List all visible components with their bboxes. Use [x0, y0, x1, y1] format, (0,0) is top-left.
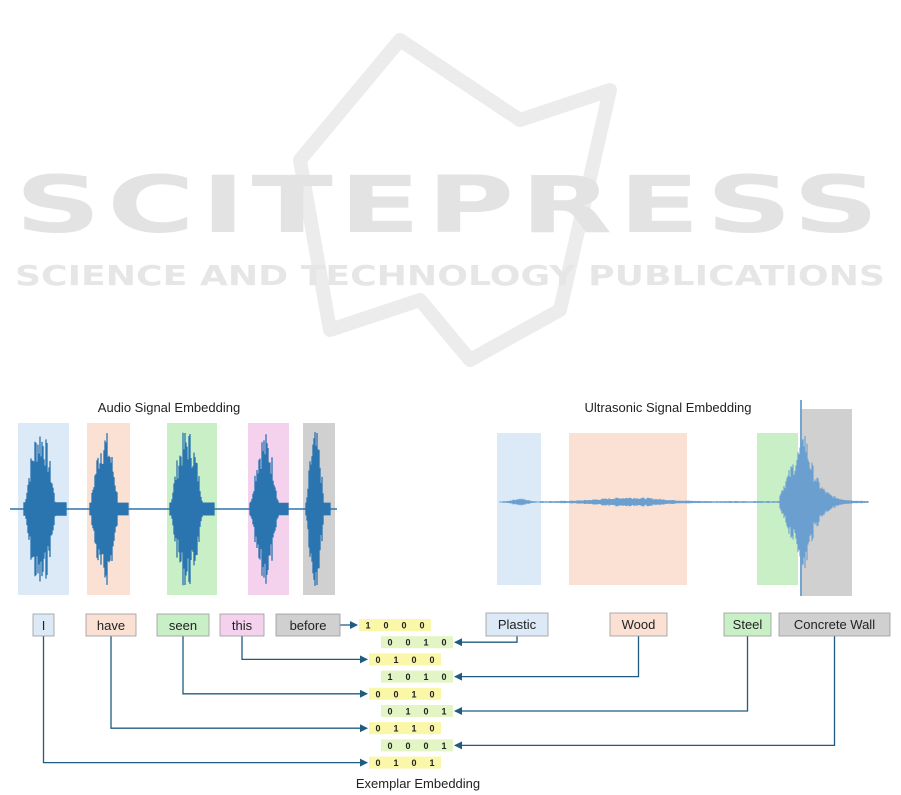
vector-bit: 0 — [393, 689, 398, 699]
vector-row-plastic: 0 0 1 0 — [381, 636, 453, 648]
vector-bit: 1 — [441, 707, 446, 717]
word-box-have: have — [86, 614, 136, 636]
exemplar-title: Exemplar Embedding — [356, 776, 480, 791]
watermark-tagline: SCIENCE AND TECHNOLOGY PUBLICATIONS — [15, 259, 885, 292]
vector-bit: 0 — [423, 741, 428, 751]
vector-bit: 0 — [387, 638, 392, 648]
vector-bit: 1 — [387, 672, 392, 682]
vector-bit: 0 — [405, 672, 410, 682]
vector-bit: 0 — [423, 707, 428, 717]
vector-row-seen: 0 0 1 0 — [369, 688, 441, 700]
vector-bit: 0 — [429, 655, 434, 665]
word-label: before — [290, 618, 327, 633]
watermark: SCITEPRESS SCIENCE AND TECHNOLOGY PUBLIC… — [15, 40, 885, 360]
vector-bit: 1 — [405, 707, 410, 717]
vector-bit: 0 — [375, 724, 380, 734]
vector-row-steel: 0 1 0 1 — [381, 705, 453, 717]
word-box-before: before — [276, 614, 340, 636]
connector-plastic — [455, 636, 517, 642]
vector-bit: 1 — [393, 655, 398, 665]
material-label: Wood — [622, 617, 656, 632]
connector-this — [242, 636, 367, 659]
audio-title: Audio Signal Embedding — [98, 400, 240, 415]
vector-row-have: 0 1 1 0 — [369, 722, 441, 734]
ultrasonic-band-plastic — [497, 433, 541, 585]
vector-bit: 1 — [423, 638, 428, 648]
vector-bit: 1 — [411, 724, 416, 734]
material-boxes: Plastic Wood Steel Concrete Wall — [486, 613, 890, 636]
vector-bit: 0 — [375, 758, 380, 768]
material-box-steel: Steel — [724, 613, 771, 636]
word-label: this — [232, 618, 253, 633]
connector-steel — [455, 636, 748, 711]
word-label: seen — [169, 618, 197, 633]
material-label: Plastic — [498, 617, 537, 632]
vector-row-this: 0 1 0 0 — [369, 653, 441, 665]
ultrasonic-band-wood — [569, 433, 687, 585]
material-box-plastic: Plastic — [486, 613, 548, 636]
vector-bit: 0 — [387, 707, 392, 717]
vector-bit: 0 — [429, 689, 434, 699]
vector-bit: 0 — [405, 741, 410, 751]
word-label: have — [97, 618, 125, 633]
vector-bit: 0 — [419, 621, 424, 631]
vector-bit: 0 — [375, 689, 380, 699]
vector-bit: 0 — [383, 621, 388, 631]
vector-bit: 1 — [423, 672, 428, 682]
word-box-this: this — [220, 614, 264, 636]
material-label: Concrete Wall — [794, 617, 875, 632]
connector-concrete-wall — [455, 636, 835, 745]
vector-bit: 1 — [365, 621, 370, 631]
watermark-name: SCITEPRESS — [15, 161, 885, 251]
vector-row-concrete-wall: 0 0 0 1 — [381, 739, 453, 751]
word-box-i: I — [33, 614, 54, 636]
vector-bit: 0 — [441, 638, 446, 648]
material-label: Steel — [733, 617, 763, 632]
vector-bit: 0 — [411, 655, 416, 665]
connector-seen — [183, 636, 367, 694]
vector-bit: 0 — [401, 621, 406, 631]
word-box-seen: seen — [157, 614, 209, 636]
connector-i — [44, 636, 368, 763]
vector-bit: 0 — [375, 655, 380, 665]
vector-bit: 0 — [387, 741, 392, 751]
vector-bit: 1 — [441, 741, 446, 751]
vector-bit: 0 — [411, 758, 416, 768]
word-label: I — [42, 618, 46, 633]
vector-row-before: 1 0 0 0 — [359, 619, 431, 631]
connector-have — [111, 636, 367, 728]
vector-bit: 0 — [441, 672, 446, 682]
vector-bit: 0 — [429, 724, 434, 734]
material-box-concrete-wall: Concrete Wall — [779, 613, 890, 636]
vector-bit: 1 — [429, 758, 434, 768]
vector-bit: 1 — [393, 724, 398, 734]
ultrasonic-title: Ultrasonic Signal Embedding — [585, 400, 752, 415]
material-box-wood: Wood — [610, 613, 667, 636]
vector-bit: 1 — [393, 758, 398, 768]
vector-bit: 1 — [411, 689, 416, 699]
vector-row-wood: 1 0 1 0 — [381, 671, 453, 683]
vector-bit: 0 — [405, 638, 410, 648]
vector-row-i: 0 1 0 1 — [369, 757, 441, 769]
